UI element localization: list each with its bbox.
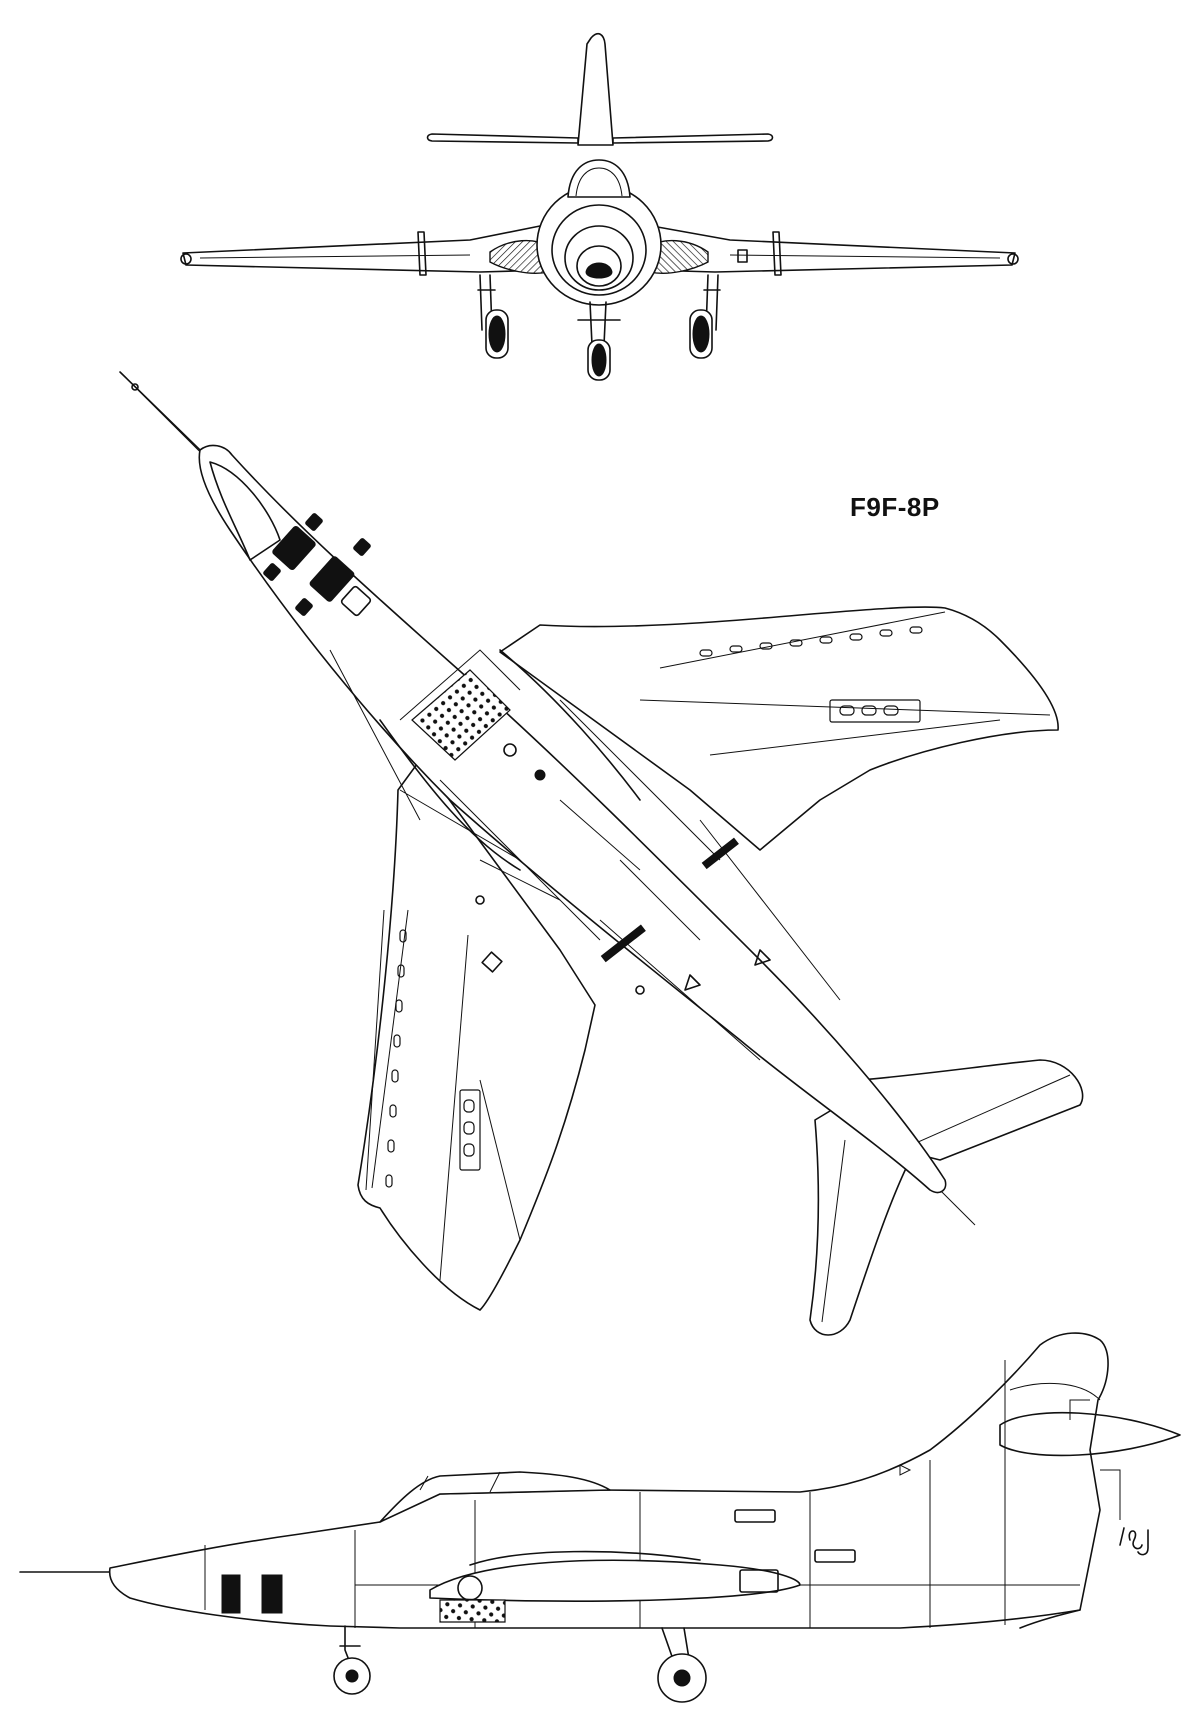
front-view — [181, 34, 1018, 380]
artist-signature — [1120, 1528, 1148, 1555]
top-view — [120, 372, 1083, 1335]
aircraft-designation-label: F9F-8P — [850, 492, 940, 522]
side-view — [20, 1333, 1180, 1702]
